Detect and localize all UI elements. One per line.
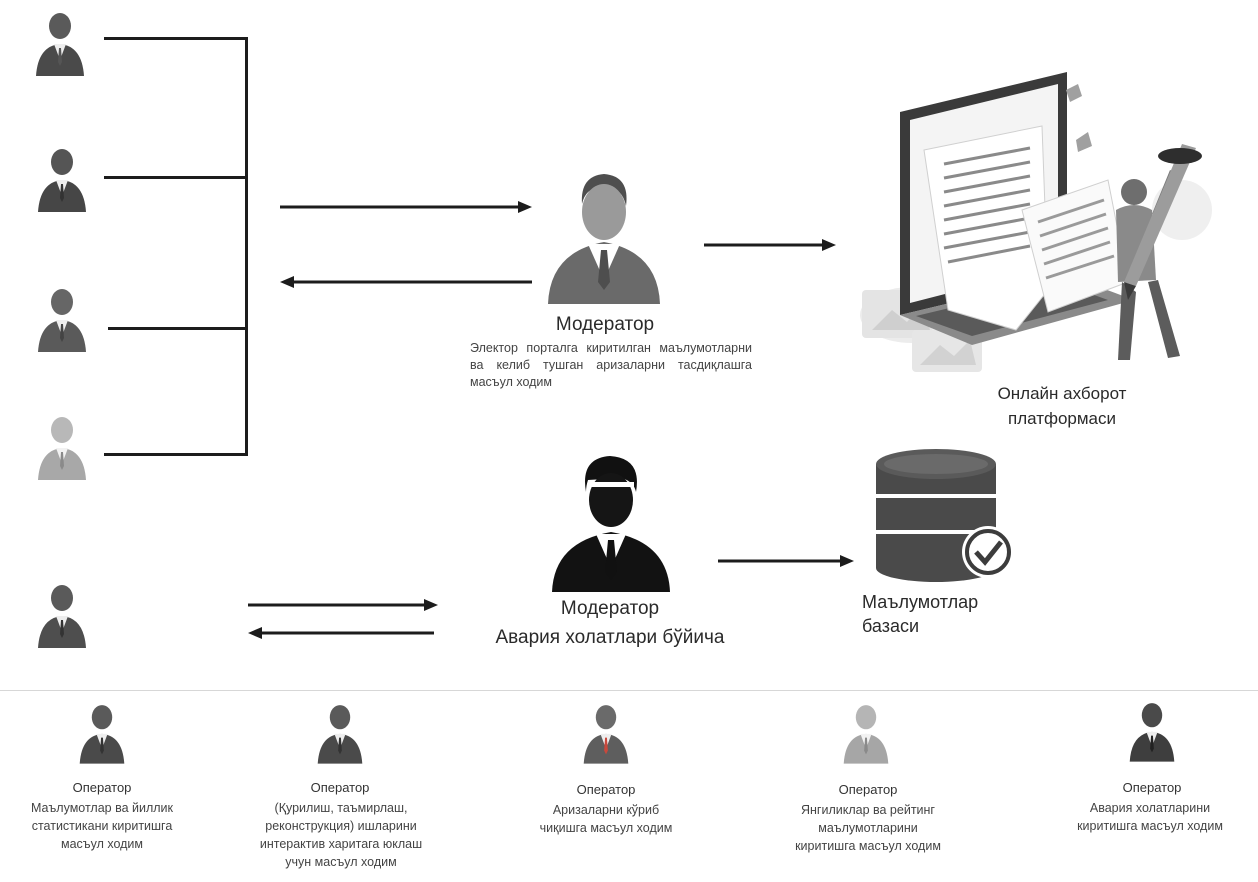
database-icon <box>870 448 1020 584</box>
connector-line <box>108 327 247 330</box>
emergency-moderator-person-icon <box>552 452 670 592</box>
operator-person-icon <box>1126 700 1178 762</box>
online-platform-illustration <box>852 60 1232 380</box>
operator-person-icon <box>580 702 632 764</box>
database-label: Маълумотлар базаси <box>862 590 1042 638</box>
operator-description-line: Маълумотлар ва йиллик <box>30 801 174 815</box>
connector-line <box>104 37 247 40</box>
operator-description-line: киритишга масъул ходим <box>1077 819 1223 833</box>
operator-person-icon <box>34 414 90 480</box>
platform-label: Онлайн ахборот платформаси <box>982 381 1142 431</box>
operator-title: Оператор <box>1122 780 1182 795</box>
operator-description-line: Аризаларни кўриб <box>552 803 660 817</box>
operator-title: Оператор <box>576 782 636 797</box>
moderator-title: Модератор <box>555 314 655 335</box>
operator-person-icon <box>314 702 366 764</box>
operator-description: (Қурилиш, таъмирлаш, реконструкция) ишла… <box>226 799 456 871</box>
database-label-line2: базаси <box>862 616 920 636</box>
operator-description: Маълумотлар ва йиллик статистикани кирит… <box>0 799 204 853</box>
operator-person-icon <box>32 10 88 76</box>
operator-description-line: Авария холатларини <box>1089 801 1211 815</box>
platform-label-line1: Онлайн ахборот <box>997 384 1127 403</box>
operator-description-line: статистикани киритишга <box>31 819 173 833</box>
operator-description-line: масъул ходим <box>60 837 143 851</box>
emergency-moderator-subtitle: Авария холатлари бўйича <box>495 627 725 648</box>
arrow-right <box>704 238 836 252</box>
operator-description: Янгиликлар ва рейтинг маълумотларини кир… <box>752 801 984 855</box>
operator-description-line: киритишга масъул ходим <box>795 839 941 853</box>
moderator-person-icon <box>548 168 660 304</box>
arrow-left <box>248 626 434 640</box>
operator-description-line: реконструкция) ишларини <box>265 819 417 833</box>
operator-description-line: Янгиликлар ва рейтинг <box>800 803 935 817</box>
connector-line <box>104 176 247 179</box>
operator-person-icon <box>76 702 128 764</box>
operator-description-line: учун масъул ходим <box>285 855 397 869</box>
operator-person-icon <box>34 286 90 352</box>
operator-title: Оператор <box>838 782 898 797</box>
arrow-right <box>280 200 532 214</box>
platform-label-line2: платформаси <box>1007 409 1117 428</box>
operator-description-line: чиқишга масъул ходим <box>539 821 673 835</box>
connector-vertical-line <box>245 37 248 456</box>
operator-description-line: интерактив харитага юклаш <box>259 837 423 851</box>
emergency-moderator-title: Модератор <box>560 598 660 619</box>
arrow-left <box>280 275 532 289</box>
operator-person-icon <box>840 702 892 764</box>
operator-title: Оператор <box>310 780 370 795</box>
operator-person-icon <box>34 146 90 212</box>
connector-line <box>104 453 247 456</box>
section-divider <box>0 690 1258 691</box>
operator-description: Авария холатларини киритишга масъул ходи… <box>1044 799 1256 835</box>
operator-title: Оператор <box>72 780 132 795</box>
operator-person-icon <box>34 582 90 648</box>
operator-description-line: маълумотларини <box>818 821 918 835</box>
database-label-line1: Маълумотлар <box>862 592 979 612</box>
arrow-right <box>718 554 854 568</box>
operator-description-line: (Қурилиш, таъмирлаш, <box>274 801 408 815</box>
arrow-right <box>248 598 438 612</box>
moderator-description: Электор порталга киритилган маълумотларн… <box>470 341 752 389</box>
operator-description: Аризаларни кўриб чиқишга масъул ходим <box>496 801 716 837</box>
